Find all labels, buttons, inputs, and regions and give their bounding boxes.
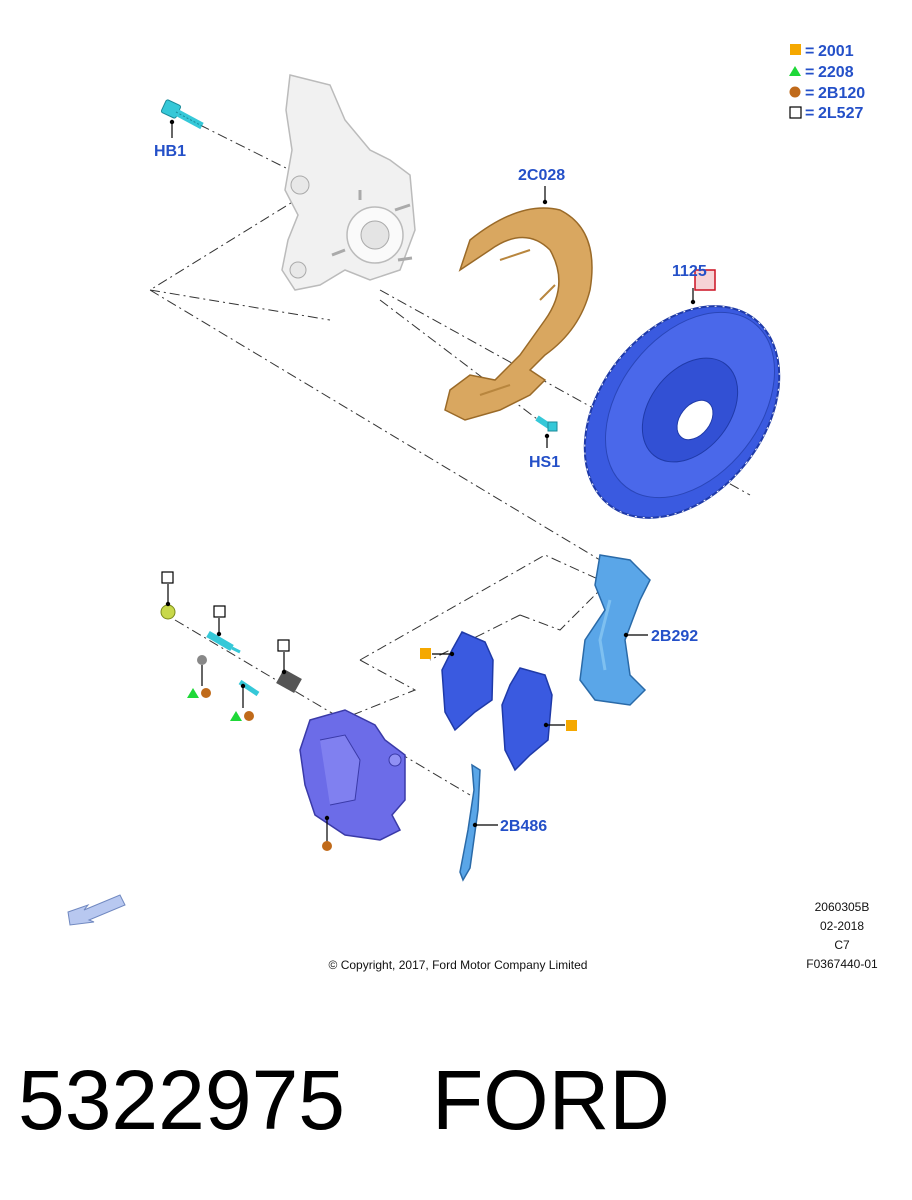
diagram-reference: F0367440-01: [806, 957, 878, 971]
legend-separator: =: [805, 64, 814, 81]
brand-name: FORD: [432, 1053, 670, 1147]
callout-2b292: 2B292: [651, 628, 698, 645]
splash-shield: 2C028: [444, 167, 593, 421]
callout-hb1: HB1: [154, 143, 186, 160]
assembly-lines: [149, 124, 751, 796]
legend-code-4: 2L527: [818, 105, 863, 122]
legend-separator: =: [805, 43, 814, 60]
bolt-hb1: HB1: [154, 99, 204, 160]
legend-separator: =: [805, 85, 814, 102]
diagram-revision: C7: [834, 938, 850, 952]
exploded-brake-diagram: HB1 2C028 HS1 1125 2B292: [67, 43, 878, 972]
legend-code-2: 2208: [818, 64, 854, 81]
small-parts: [160, 571, 302, 721]
brake-rotor: 1125: [583, 263, 781, 519]
legend-square-outline-icon: [789, 106, 802, 119]
callout-2b486: 2B486: [500, 818, 547, 835]
callout-1125: 1125: [672, 263, 707, 280]
diagram-date: 02-2018: [820, 919, 864, 933]
legend-square-icon: [790, 44, 801, 55]
brake-caliper: [299, 709, 406, 851]
callout-2c028: 2C028: [518, 167, 565, 184]
screw-hs1: HS1: [529, 415, 560, 471]
brake-pads: [420, 631, 577, 772]
legend-code-1: 2001: [818, 43, 854, 60]
direction-arrow-icon: [67, 894, 126, 926]
part-number: 5322975: [18, 1053, 346, 1147]
legend-circle-icon: [789, 86, 801, 98]
anti-rattle-clip: 2B486: [459, 763, 547, 882]
caliper-bracket: 2B292: [579, 554, 698, 706]
callout-hs1: HS1: [529, 454, 560, 471]
legend: = 2001 = 2208 = 2B120 = 2L527: [789, 43, 865, 122]
copyright-notice: © Copyright, 2017, Ford Motor Company Li…: [329, 958, 588, 972]
legend-separator: =: [805, 105, 814, 122]
legend-code-3: 2B120: [818, 85, 865, 102]
diagram-code: 2060305B: [815, 900, 870, 914]
legend-triangle-icon: [789, 66, 801, 76]
steering-knuckle: [281, 74, 416, 291]
